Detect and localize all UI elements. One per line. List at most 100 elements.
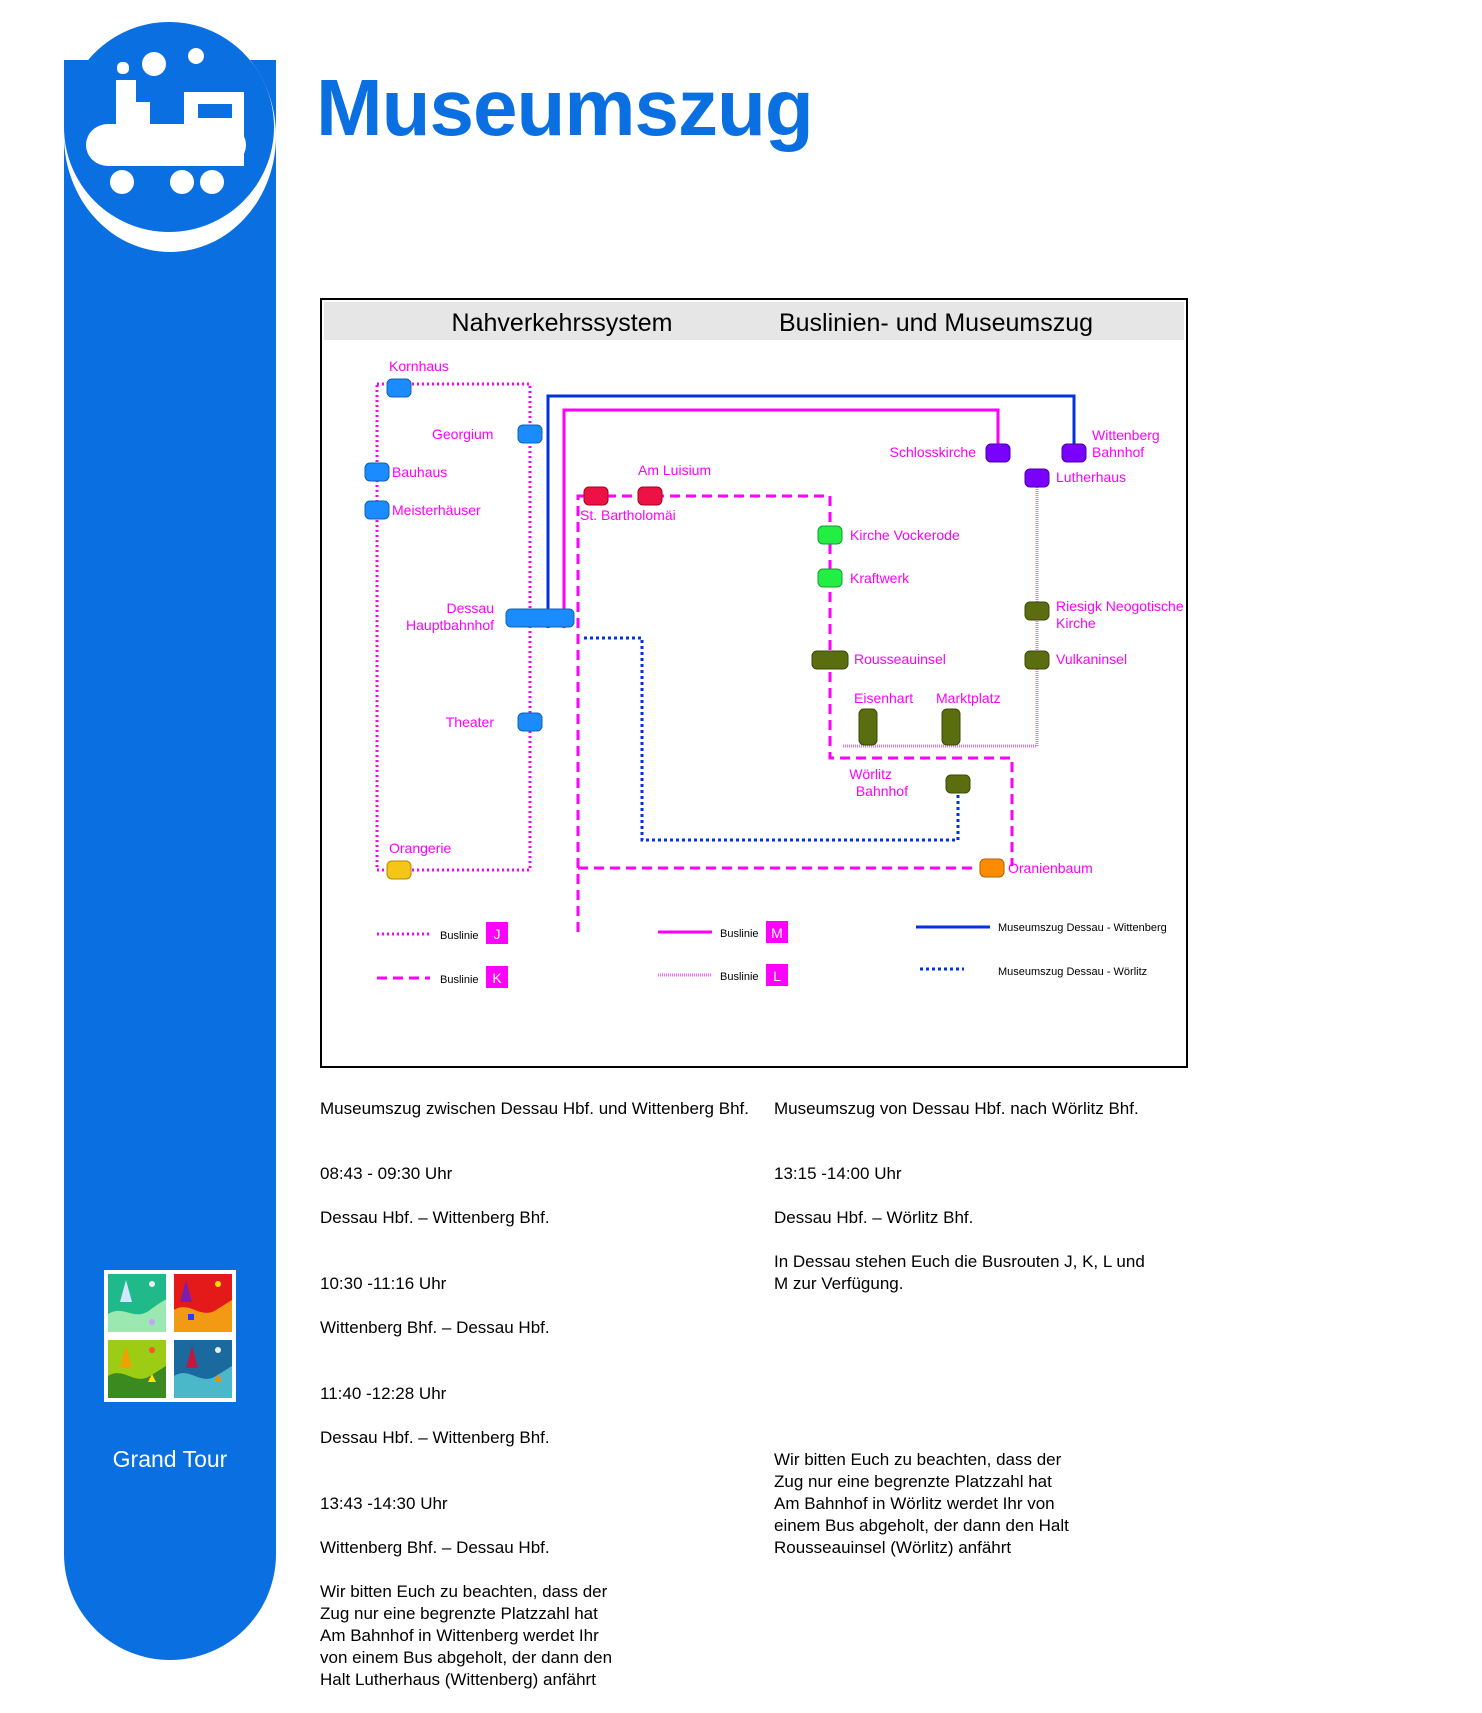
station-label: Wittenberg (1092, 427, 1160, 443)
station-eisenhart[interactable]: Eisenhart (854, 690, 913, 746)
schedule-woerlitz: Museumszug von Dessau Hbf. nach Wörlitz … (774, 1098, 1214, 1581)
station-woerlitz-bahnhof[interactable]: Wörlitz Bahnhof (849, 766, 971, 799)
station-kraftwerk[interactable]: Kraftwerk (817, 568, 910, 588)
map-header-band (324, 302, 1184, 340)
legend-train-woerlitz-label: Museumszug Dessau - Wörlitz (998, 966, 1147, 978)
station-label: Vulkaninsel (1056, 651, 1127, 667)
map-header-left: Nahverkehrssystem (452, 309, 673, 337)
schedule-trip: 13:43 -14:30 Uhr Wittenberg Bhf. – Dessa… (320, 1471, 760, 1559)
transit-map: Nahverkehrssystem Buslinien- und Museums… (320, 298, 1188, 1068)
legend-bus-label: Buslinie (720, 928, 759, 940)
station-st-bartholomaei[interactable]: St. Bartholomäi (580, 486, 676, 523)
trip-route: Dessau Hbf. – Wittenberg Bhf. (320, 1428, 550, 1447)
trip-route: Wittenberg Bhf. – Dessau Hbf. (320, 1318, 550, 1337)
station-kornhaus[interactable]: Kornhaus (386, 358, 449, 398)
grand-tour-logo (104, 1270, 236, 1402)
station-label: Theater (446, 714, 495, 730)
station-rousseauinsel[interactable]: Rousseauinsel (811, 650, 946, 670)
station-label: Schlosskirche (890, 444, 977, 460)
station-label: Bahnhof (1092, 444, 1144, 460)
schedule-heading: Museumszug zwischen Dessau Hbf. und Witt… (320, 1099, 749, 1118)
legend-line-k-badge: K (492, 970, 502, 986)
bus-line-m (562, 408, 1000, 628)
page-title: Museumszug (316, 63, 814, 152)
schedule-wittenberg: Museumszug zwischen Dessau Hbf. und Witt… (320, 1098, 760, 1713)
legend-bus-label: Buslinie (440, 974, 479, 986)
bus-line-k (576, 494, 1014, 932)
legend-bus-label: Buslinie (720, 971, 759, 983)
station-label: Bahnhof (856, 783, 908, 799)
station-label: Hauptbahnhof (406, 617, 494, 633)
station-label: Marktplatz (936, 690, 1001, 706)
station-label: Orangerie (389, 840, 451, 856)
trip-time: 10:30 -11:16 Uhr (320, 1274, 447, 1293)
train-line-woerlitz (584, 636, 960, 842)
legend-line-k: Buslinie K (377, 966, 508, 988)
station-bauhaus[interactable]: Bauhaus (364, 462, 447, 482)
bus-line-j (375, 382, 532, 872)
station-orangerie[interactable]: Orangerie (386, 840, 451, 880)
station-label: Am Luisium (638, 462, 711, 478)
legend-line-l: Buslinie L (658, 964, 788, 986)
trip-route: Dessau Hbf. – Wörlitz Bhf. (774, 1208, 974, 1227)
station-lutherhaus[interactable]: Lutherhaus (1024, 468, 1126, 488)
station-theater[interactable]: Theater (446, 712, 543, 732)
logo-tile-lime (108, 1340, 166, 1398)
station-label: Dessau (447, 600, 494, 616)
station-label: Meisterhäuser (392, 502, 481, 518)
station-label: Kirche (1056, 615, 1096, 631)
schedule-heading: Museumszug von Dessau Hbf. nach Wörlitz … (774, 1099, 1139, 1118)
station-label: Eisenhart (854, 690, 913, 706)
transit-map-drawing: Nahverkehrssystem Buslinien- und Museums… (324, 302, 1184, 988)
station-kirche-vockerode[interactable]: Kirche Vockerode (817, 525, 960, 545)
logo-tile-red (174, 1274, 232, 1332)
map-header-right: Buslinien- und Museumszug (779, 309, 1093, 337)
bus-line-l (842, 483, 1039, 748)
station-schlosskirche[interactable]: Schlosskirche (890, 443, 1011, 463)
station-vulkaninsel[interactable]: Vulkaninsel (1024, 650, 1127, 670)
legend-train-wittenberg: Museumszug Dessau - Wittenberg (916, 922, 1167, 934)
legend-bus-label: Buslinie (440, 930, 479, 942)
trip-time: 13:43 -14:30 Uhr (320, 1494, 448, 1513)
schedule-note: Wir bitten Euch zu beachten, dass der Zu… (320, 1582, 613, 1689)
schedule-info: In Dessau stehen Euch die Busrouten J, K… (774, 1252, 1145, 1293)
schedule-note: Wir bitten Euch zu beachten, dass der Zu… (774, 1450, 1069, 1557)
station-marktplatz[interactable]: Marktplatz (936, 690, 1001, 746)
train-icon (86, 48, 246, 194)
station-label: Lutherhaus (1056, 469, 1126, 485)
grand-tour-label: Grand Tour (112, 1446, 228, 1472)
legend-line-m-badge: M (771, 925, 783, 941)
schedule-trip: 10:30 -11:16 Uhr Wittenberg Bhf. – Dessa… (320, 1251, 760, 1339)
legend-line-j-badge: J (494, 926, 501, 942)
station-label: St. Bartholomäi (580, 507, 676, 523)
logo-tile-blue (174, 1340, 232, 1398)
schedule-trip: 11:40 -12:28 Uhr Dessau Hbf. – Wittenber… (320, 1361, 760, 1449)
station-riesigk[interactable]: Riesigk Neogotische Kirche (1024, 598, 1184, 631)
legend-line-l-badge: L (773, 968, 781, 984)
station-label: Oranienbaum (1008, 860, 1093, 876)
station-label: Rousseauinsel (854, 651, 946, 667)
station-oranienbaum[interactable]: Oranienbaum (979, 858, 1093, 878)
schedule-trip: 13:15 -14:00 Uhr Dessau Hbf. – Wörlitz B… (774, 1141, 1214, 1229)
sidebar (64, 60, 276, 1660)
station-meisterhaeuser[interactable]: Meisterhäuser (364, 500, 481, 520)
station-label: Wörlitz (849, 766, 892, 782)
station-dessau-hbf[interactable]: Dessau Hauptbahnhof (406, 600, 575, 633)
station-label: Kornhaus (389, 358, 449, 374)
station-label: Kraftwerk (850, 570, 910, 586)
trip-time: 11:40 -12:28 Uhr (320, 1384, 447, 1403)
train-line-wittenberg (546, 394, 1076, 628)
legend-line-m: Buslinie M (658, 921, 788, 943)
schedule-trip: 08:43 - 09:30 Uhr Dessau Hbf. – Wittenbe… (320, 1141, 760, 1229)
station-georgium[interactable]: Georgium (432, 424, 543, 444)
station-label: Bauhaus (392, 464, 447, 480)
legend-train-wittenberg-label: Museumszug Dessau - Wittenberg (998, 922, 1167, 934)
station-am-luisium[interactable]: Am Luisium (637, 462, 711, 506)
station-label: Kirche Vockerode (850, 527, 960, 543)
trip-route: Dessau Hbf. – Wittenberg Bhf. (320, 1208, 550, 1227)
trip-time: 13:15 -14:00 Uhr (774, 1164, 902, 1183)
logo-tile-green (108, 1274, 166, 1332)
legend-train-woerlitz: Museumszug Dessau - Wörlitz (920, 966, 1147, 978)
legend-line-j: Buslinie J (377, 922, 508, 944)
station-wittenberg-bahnhof[interactable]: Wittenberg Bahnhof (1061, 427, 1160, 463)
